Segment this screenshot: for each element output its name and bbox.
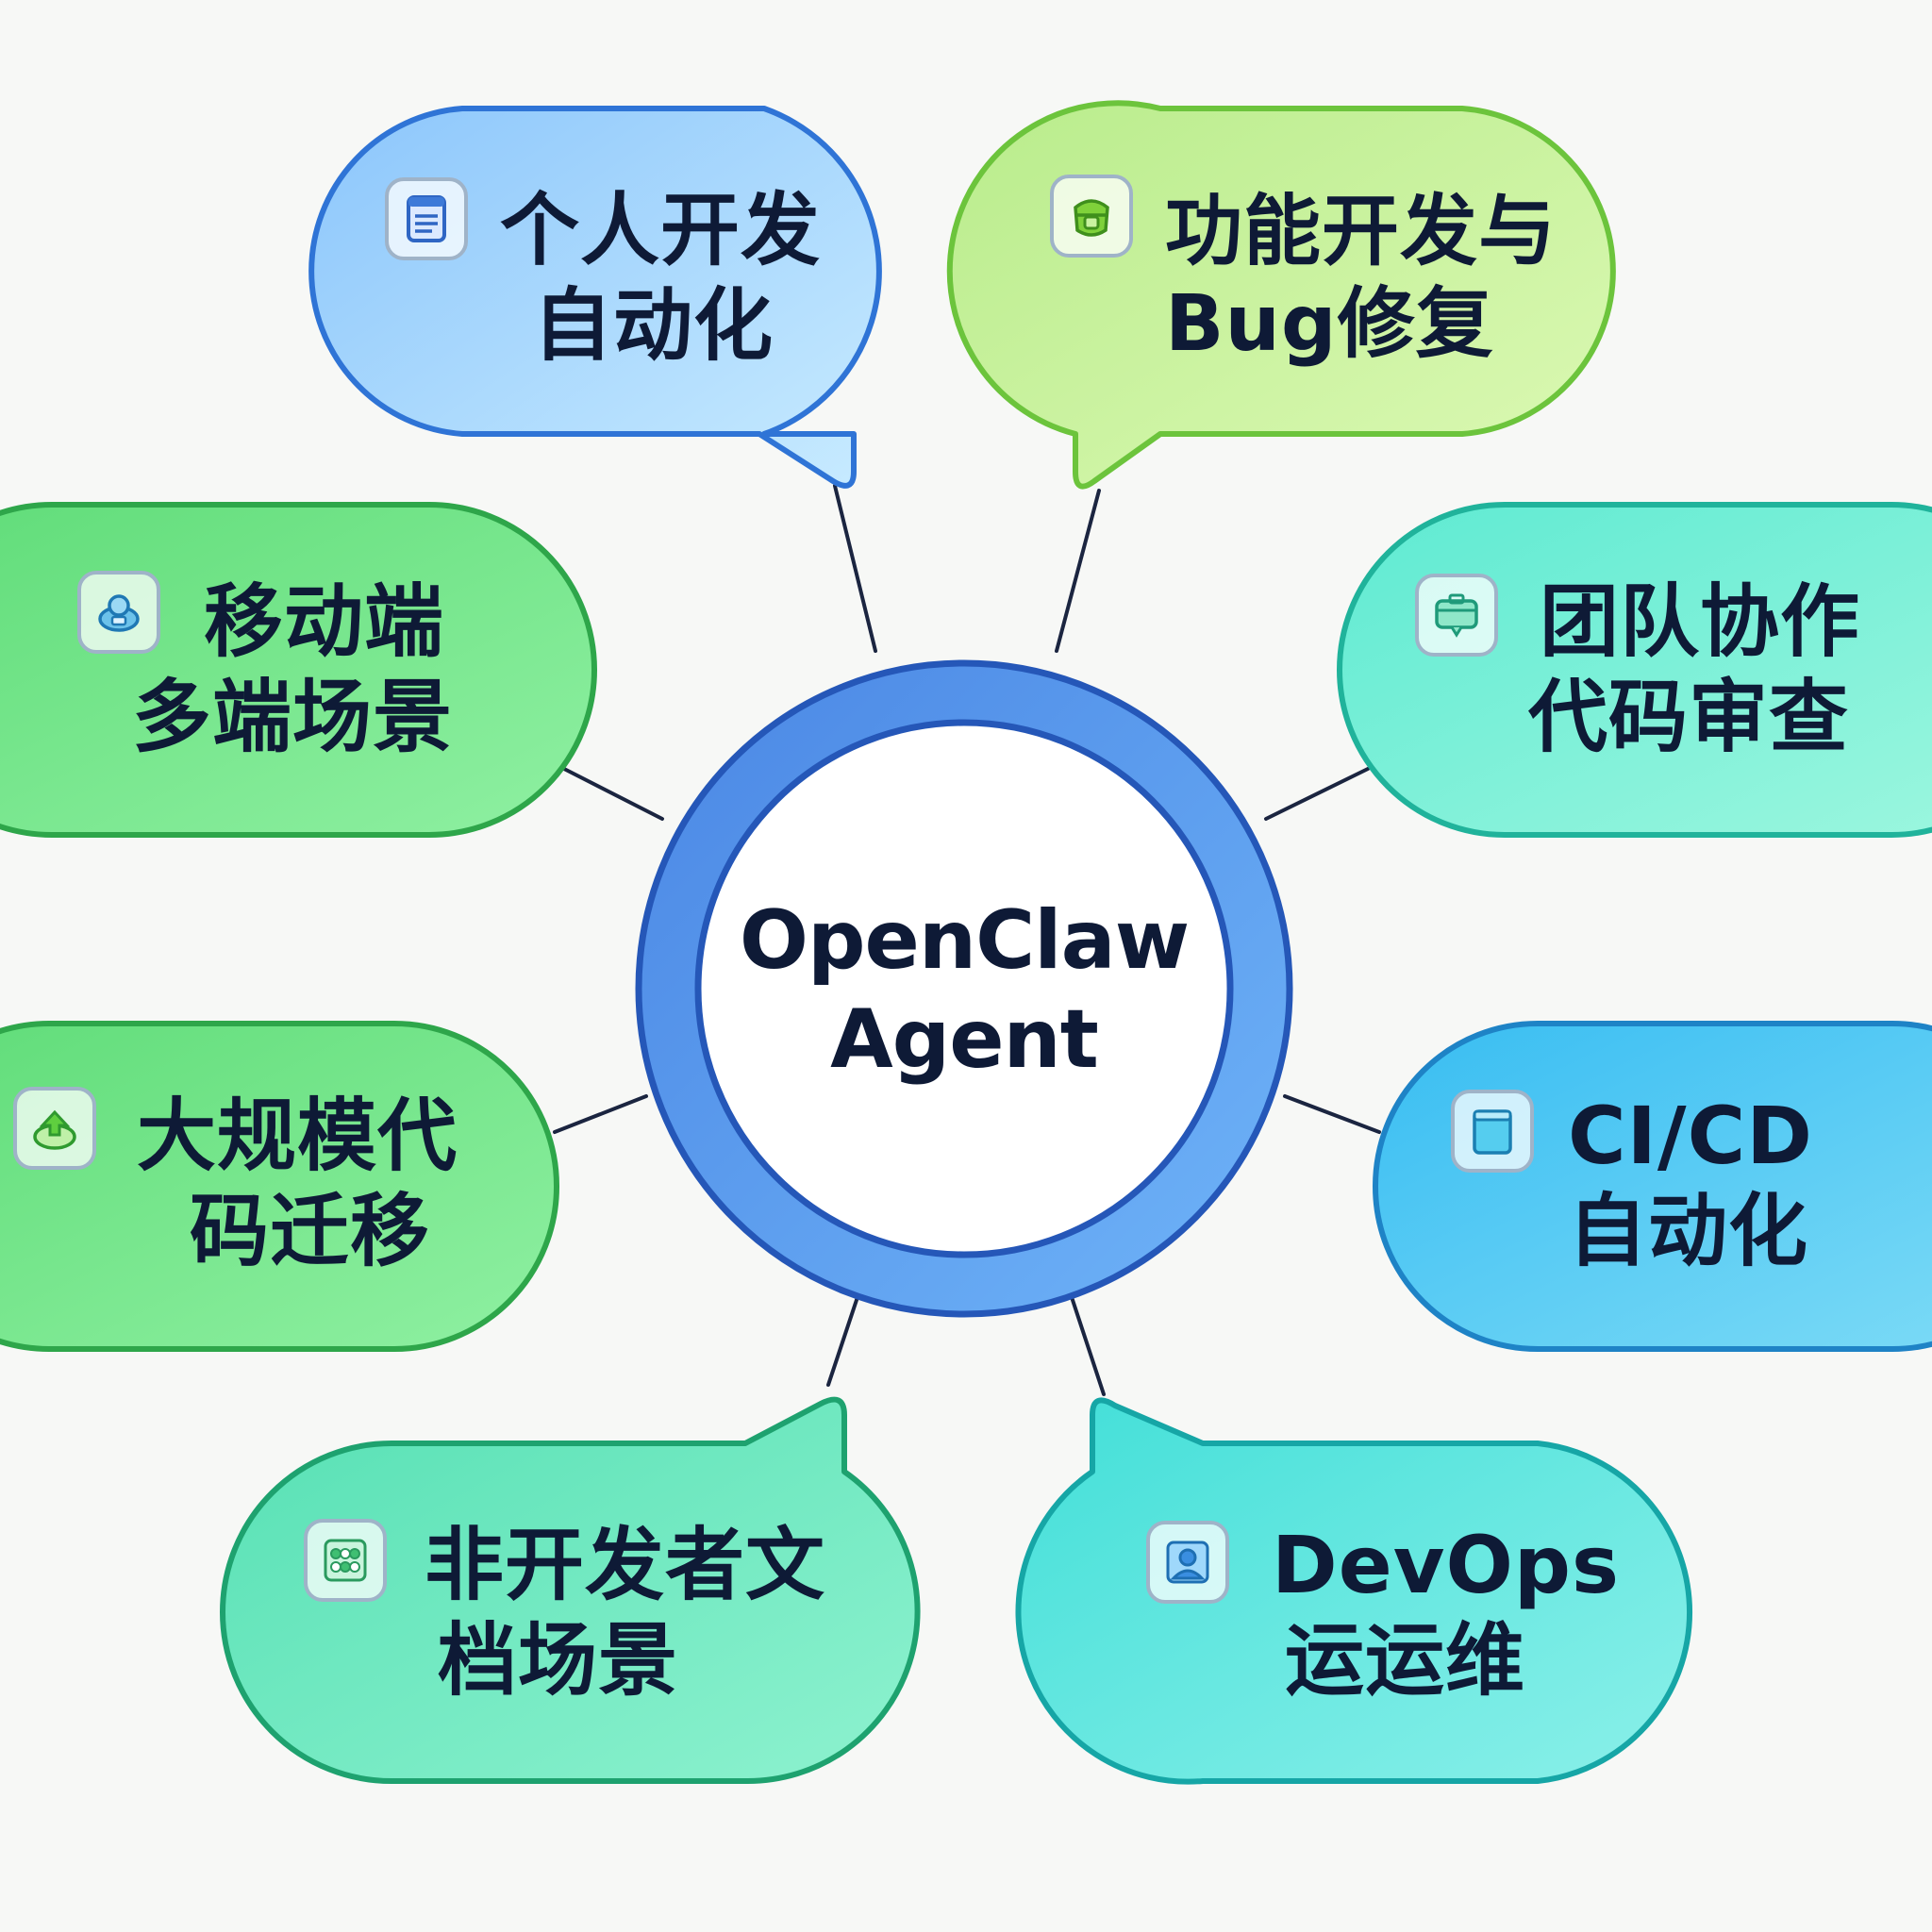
node-feature-dev-line1: 功能开发与 — [1165, 186, 1557, 276]
node-devops-line2: 运运维 — [1285, 1614, 1526, 1707]
node-cicd-label: CI/CD 自动化 — [1568, 1075, 1879, 1292]
node-feature-dev-label: 功能开发与 Bug修复 — [1165, 170, 1590, 387]
node-team-label: 团队协作 代码审查 — [1528, 561, 1887, 778]
grid-icon — [304, 1519, 387, 1602]
hub-title-line2: Agent — [830, 992, 1099, 1087]
pill-migration — [0, 1021, 559, 1352]
node-mobile-line2: 多端场景 — [132, 671, 454, 763]
node-docs-line2: 档场景 — [438, 1614, 679, 1707]
node-mobile-line1: 移动端 — [204, 575, 445, 669]
node-feature-dev-line2: Bug修复 — [1165, 279, 1494, 369]
bug-icon — [1050, 175, 1133, 258]
connector-docs — [826, 1292, 860, 1387]
connector-devops — [1069, 1292, 1106, 1396]
node-mobile-label: 移动端 多端场景 — [132, 561, 491, 778]
window-icon — [1451, 1090, 1534, 1173]
connector-migration — [553, 1094, 648, 1134]
node-migration-line1: 大规模代 — [137, 1090, 458, 1183]
node-migration-label: 大规模代 码迁移 — [137, 1075, 495, 1292]
connectors — [553, 484, 1381, 1396]
node-personal-dev-label: 个人开发 自动化 — [500, 170, 868, 387]
user-icon — [1146, 1521, 1229, 1604]
node-team-line2: 代码审查 — [1528, 671, 1850, 763]
node-personal-dev-line1: 个人开发 — [500, 184, 822, 277]
migration-icon — [13, 1087, 96, 1170]
node-migration-line2: 码迁移 — [190, 1185, 431, 1277]
connector-team — [1264, 767, 1370, 821]
bubble-docs — [220, 1396, 921, 1785]
hub-inner — [694, 719, 1234, 1258]
node-cicd-line2: 自动化 — [1568, 1185, 1809, 1277]
node-docs-line1: 非开发者文 — [425, 1519, 826, 1612]
connector-cicd — [1283, 1094, 1381, 1134]
document-icon — [385, 177, 468, 260]
node-devops-label: DevOps 运运维 — [1272, 1505, 1620, 1722]
connector-feature-dev — [1055, 489, 1101, 653]
node-team-line1: 团队协作 — [1540, 575, 1861, 669]
bubble-devops — [1015, 1397, 1693, 1785]
mobile-icon — [77, 571, 160, 654]
hub-title-line1: OpenClaw — [739, 893, 1190, 989]
chat-icon — [1415, 574, 1498, 657]
connector-mobile — [562, 767, 664, 821]
hub-title: OpenClaw Agent — [681, 877, 1247, 1104]
node-docs-label: 非开发者文 档场景 — [425, 1505, 840, 1722]
node-cicd-line1: CI/CD — [1568, 1090, 1813, 1183]
node-devops-line1: DevOps — [1272, 1519, 1620, 1612]
node-personal-dev-line2: 自动化 — [533, 279, 774, 372]
connector-personal-dev — [833, 484, 877, 653]
